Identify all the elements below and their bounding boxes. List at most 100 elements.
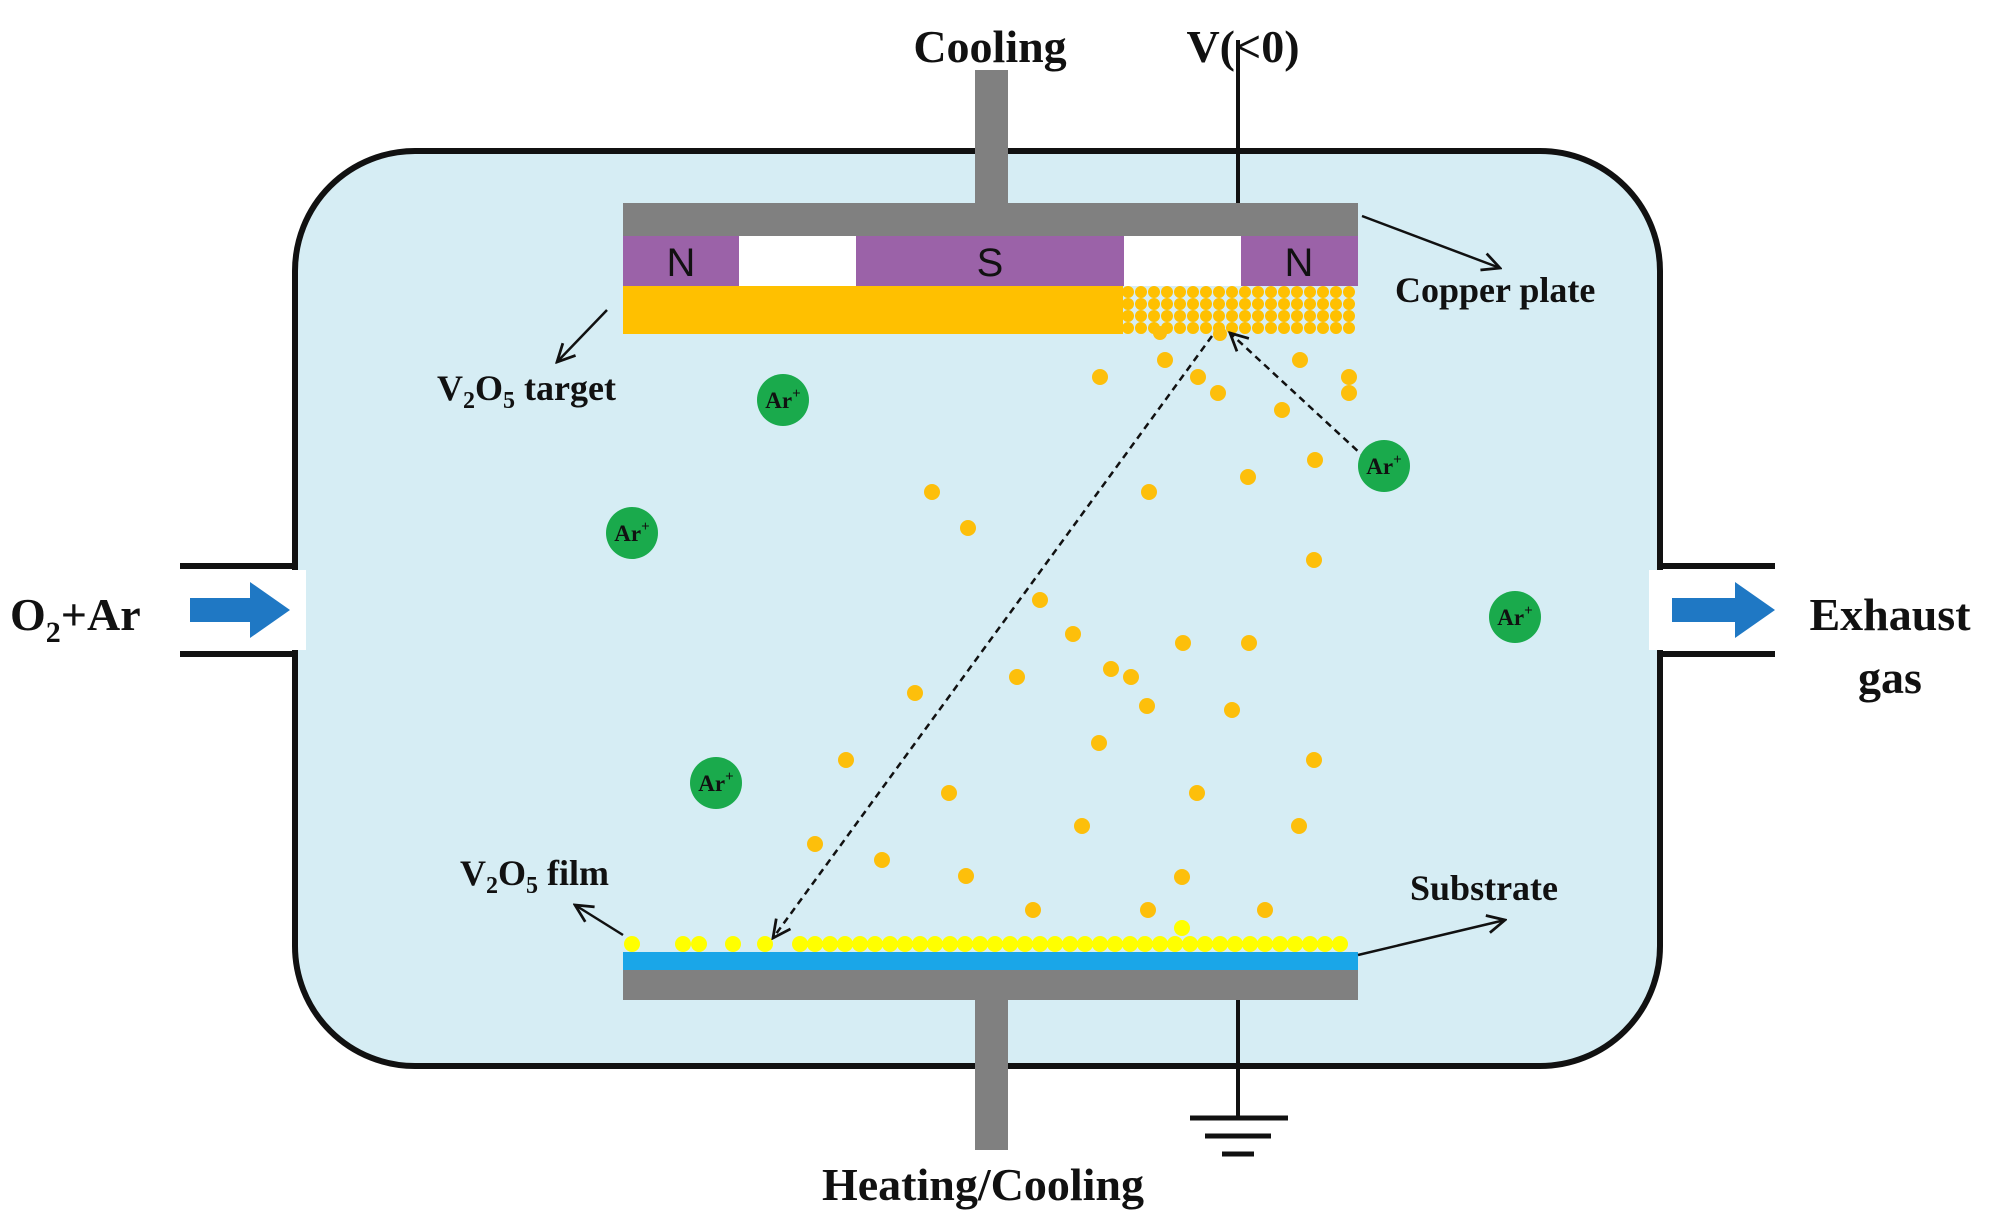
erosion-dot xyxy=(1330,322,1342,334)
erosion-dot xyxy=(1213,310,1225,322)
erosion-dot xyxy=(1187,322,1199,334)
erosion-dot xyxy=(1343,298,1355,310)
ion-trajectory-to-target xyxy=(1230,333,1376,468)
argon-ion: Ar+ xyxy=(1358,440,1410,492)
sputtered-particle xyxy=(1307,452,1323,468)
sputtered-particle xyxy=(1241,635,1257,651)
erosion-dot xyxy=(1135,298,1147,310)
erosion-dot xyxy=(1317,298,1329,310)
film-dot xyxy=(1122,936,1138,952)
erosion-dot xyxy=(1226,286,1238,298)
erosion-dot xyxy=(1174,286,1186,298)
erosion-dot xyxy=(1135,322,1147,334)
erosion-dot xyxy=(1252,310,1264,322)
erosion-dot xyxy=(1226,298,1238,310)
inlet-opening xyxy=(284,570,306,650)
argon-ion: Ar+ xyxy=(606,507,658,559)
film-dot xyxy=(1152,936,1168,952)
erosion-dot xyxy=(1200,298,1212,310)
erosion-dot xyxy=(1278,310,1290,322)
sputtered-particle xyxy=(1139,698,1155,714)
sputtered-particle xyxy=(1091,735,1107,751)
sputtered-particle xyxy=(1074,818,1090,834)
sputtered-particle xyxy=(1341,385,1357,401)
erosion-dot xyxy=(1278,298,1290,310)
film-dot xyxy=(1212,936,1228,952)
film-label: V2O5 film xyxy=(460,853,609,899)
erosion-dot xyxy=(1317,322,1329,334)
argon-ions: Ar+Ar+Ar+Ar+Ar+ xyxy=(606,374,1541,809)
sputtered-particle xyxy=(1341,369,1357,385)
sputtered-particle xyxy=(1065,626,1081,642)
inlet-flow-arrow xyxy=(190,582,290,638)
film-dot xyxy=(1332,936,1348,952)
sputtered-particle xyxy=(1292,352,1308,368)
trajectory-to-substrate xyxy=(773,335,1214,938)
film-dot xyxy=(882,936,898,952)
substrate xyxy=(623,952,1358,970)
erosion-dot xyxy=(1213,286,1225,298)
erosion-dot xyxy=(1278,286,1290,298)
film-dot xyxy=(987,936,1003,952)
film-dot xyxy=(1137,936,1153,952)
cooling-rod xyxy=(975,70,1008,205)
film-dot xyxy=(912,936,928,952)
magnet-left-label: N xyxy=(667,241,696,285)
erosion-dot xyxy=(1291,322,1303,334)
sputtered-particle xyxy=(958,868,974,884)
erosion-dot xyxy=(1291,286,1303,298)
sputtered-particle xyxy=(1032,592,1048,608)
film-dot xyxy=(1197,936,1213,952)
film-dot xyxy=(1062,936,1078,952)
erosion-dot xyxy=(1330,310,1342,322)
erosion-dot xyxy=(1265,310,1277,322)
erosion-dot xyxy=(1239,322,1251,334)
film-leader xyxy=(575,905,624,937)
copper-plate xyxy=(623,203,1358,236)
erosion-dot xyxy=(1265,286,1277,298)
copper-plate-label: Copper plate xyxy=(1395,270,1595,310)
erosion-dot xyxy=(1213,298,1225,310)
erosion-dot xyxy=(1148,286,1160,298)
sputtered-particle xyxy=(1189,785,1205,801)
erosion-dot xyxy=(1174,298,1186,310)
erosion-dot xyxy=(1265,322,1277,334)
magnet-right xyxy=(1241,236,1358,286)
substrate-holder xyxy=(623,970,1358,1000)
sputtered-particle xyxy=(907,685,923,701)
film-dot xyxy=(1272,936,1288,952)
erosion-dot xyxy=(1252,322,1264,334)
film-dot xyxy=(1174,920,1190,936)
erosion-dot xyxy=(1304,322,1316,334)
sputtered-particle xyxy=(1175,635,1191,651)
erosion-dot xyxy=(1200,310,1212,322)
sputtered-particle xyxy=(1224,702,1240,718)
magnet-right-label: N xyxy=(1285,241,1314,285)
sputtered-particle xyxy=(960,520,976,536)
outlet-opening xyxy=(1649,570,1671,650)
erosion-dot xyxy=(1304,286,1316,298)
cooling-label: Cooling xyxy=(913,21,1066,72)
erosion-dot xyxy=(1252,298,1264,310)
film-dot xyxy=(1032,936,1048,952)
erosion-dot xyxy=(1122,286,1134,298)
erosion-dot xyxy=(1161,286,1173,298)
erosion-dot xyxy=(1122,310,1134,322)
outlet-pipe xyxy=(1655,563,1775,657)
sputtered-particle xyxy=(1157,352,1173,368)
erosion-dot xyxy=(1200,286,1212,298)
argon-ion-label: Ar+ xyxy=(614,519,649,546)
erosion-dot xyxy=(1135,310,1147,322)
sputtered-particle xyxy=(924,484,940,500)
erosion-dot xyxy=(1304,310,1316,322)
ejected-dot xyxy=(1213,327,1227,341)
sputtered-particle xyxy=(1174,869,1190,885)
erosion-dot xyxy=(1291,310,1303,322)
film-dot xyxy=(1047,936,1063,952)
erosion-dot xyxy=(1252,286,1264,298)
erosion-dot xyxy=(1330,298,1342,310)
sputtered-particle xyxy=(1123,669,1139,685)
sputtered-particle xyxy=(1274,402,1290,418)
erosion-dot xyxy=(1317,286,1329,298)
